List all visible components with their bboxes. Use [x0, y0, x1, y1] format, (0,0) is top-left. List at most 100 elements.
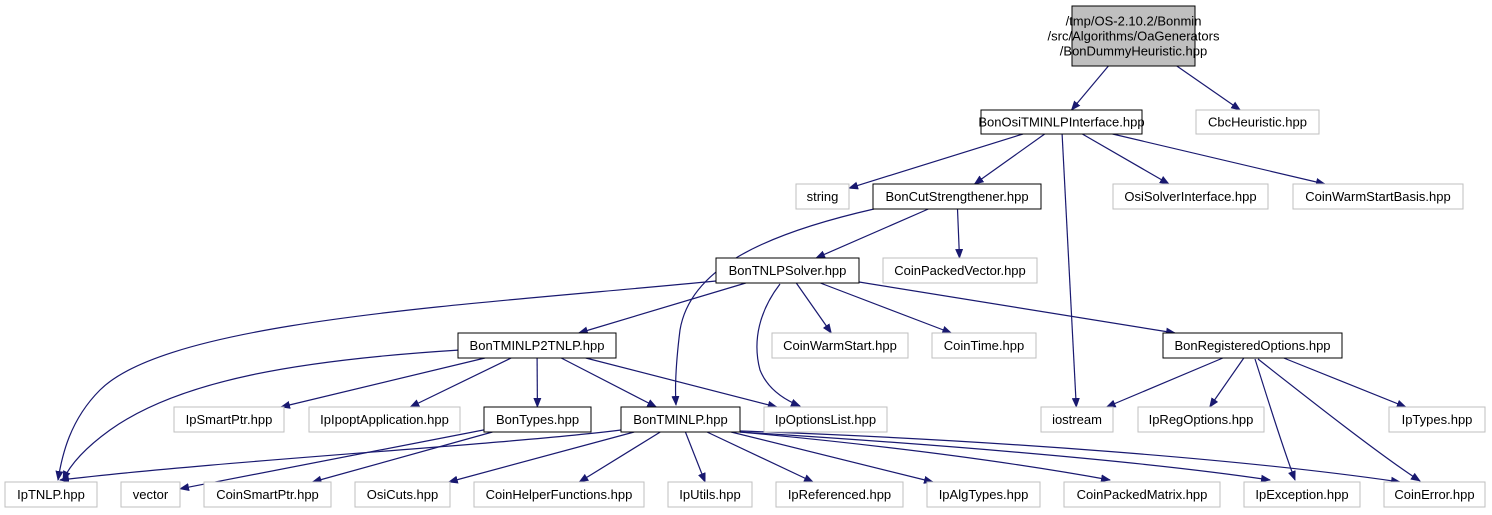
edge-registered-options-to-coin-error	[1257, 358, 1421, 482]
node-ip-tnlp[interactable]: IpTNLP.hpp	[4, 481, 98, 508]
node-box	[1243, 481, 1361, 508]
node-box	[473, 481, 645, 508]
node-label: CoinPackedMatrix.hpp	[1077, 487, 1208, 502]
node-ip-reg-options[interactable]: IpRegOptions.hpp	[1137, 406, 1265, 433]
edge-tminlp2tnlp-to-tminlp	[560, 357, 658, 408]
node-box	[715, 257, 860, 284]
node-osi-cuts[interactable]: OsiCuts.hpp	[354, 481, 451, 508]
edge-osi-tminlp-interface-to-string	[848, 133, 1024, 190]
node-box	[308, 406, 461, 433]
node-label: CoinTime.hpp	[944, 338, 1024, 353]
node-label: /src/Algorithms/OaGenerators	[1048, 29, 1220, 44]
node-box	[354, 481, 451, 508]
node-label: OsiSolverInterface.hpp	[1124, 189, 1256, 204]
node-coin-helper-functions[interactable]: CoinHelperFunctions.hpp	[473, 481, 645, 508]
edge-registered-options-to-ip-types	[1283, 357, 1407, 408]
node-ip-alg-types[interactable]: IpAlgTypes.hpp	[926, 481, 1041, 508]
node-label: IpReferenced.hpp	[788, 487, 891, 502]
node-box	[763, 406, 888, 433]
edge-tminlp-to-ip-utils	[684, 431, 706, 483]
node-box	[620, 406, 741, 433]
node-label: vector	[133, 487, 169, 502]
node-label: BonTMINLP.hpp	[633, 412, 727, 427]
node-label: IpTNLP.hpp	[17, 487, 85, 502]
edge-osi-tminlp-interface-to-iostream	[1061, 133, 1080, 408]
node-coin-packed-vector[interactable]: CoinPackedVector.hpp	[882, 257, 1038, 284]
node-registered-options[interactable]: BonRegisteredOptions.hpp	[1162, 332, 1343, 359]
node-ip-utils[interactable]: IpUtils.hpp	[667, 481, 753, 508]
node-coin-error[interactable]: CoinError.hpp	[1383, 481, 1486, 508]
node-label: BonCutStrengthener.hpp	[885, 189, 1028, 204]
edge-tnlp-solver-to-coin-warm-start	[795, 282, 832, 334]
edge-cut-strengthener-to-tminlp	[671, 208, 875, 406]
node-label: IpOptionsList.hpp	[775, 412, 876, 427]
node-coin-packed-matrix[interactable]: CoinPackedMatrix.hpp	[1063, 481, 1221, 508]
node-coin-time[interactable]: CoinTime.hpp	[931, 332, 1037, 359]
node-coin-smart-ptr[interactable]: CoinSmartPtr.hpp	[203, 481, 332, 508]
node-label: IpException.hpp	[1255, 487, 1348, 502]
node-ip-exception[interactable]: IpException.hpp	[1243, 481, 1361, 508]
node-box	[795, 183, 850, 210]
node-label: IpUtils.hpp	[679, 487, 740, 502]
node-tminlp2tnlp[interactable]: BonTMINLP2TNLP.hpp	[457, 332, 617, 359]
node-label: IpIpoptApplication.hpp	[320, 412, 449, 427]
node-box	[457, 332, 617, 359]
edge-tnlp-solver-to-coin-time	[820, 282, 953, 334]
node-ip-types[interactable]: IpTypes.hpp	[1388, 406, 1486, 433]
edge-tminlp2tnlp-to-ip-tnlp	[62, 349, 461, 481]
node-bon-types[interactable]: BonTypes.hpp	[483, 406, 592, 433]
nodes-layer: /tmp/OS-2.10.2/Bonmin/src/Algorithms/OaG…	[4, 5, 1486, 508]
node-iostream[interactable]: iostream	[1040, 406, 1114, 433]
node-ip-options-list[interactable]: IpOptionsList.hpp	[763, 406, 888, 433]
node-osi-tminlp-interface[interactable]: BonOsiTMINLPInterface.hpp	[978, 109, 1145, 135]
node-box	[931, 332, 1037, 359]
node-label: string	[807, 189, 839, 204]
edge-tminlp2tnlp-to-ip-options-list	[585, 357, 778, 409]
node-box	[882, 257, 1038, 284]
edge-root-to-osi-tminlp-interface	[1070, 65, 1109, 111]
node-label: /BonDummyHeuristic.hpp	[1060, 44, 1207, 59]
node-box	[1162, 332, 1343, 359]
node-vector[interactable]: vector	[120, 481, 181, 508]
node-coin-warm-start[interactable]: CoinWarmStart.hpp	[771, 332, 909, 359]
node-ip-ipopt-application[interactable]: IpIpoptApplication.hpp	[308, 406, 461, 433]
edge-tnlp-solver-to-ip-tnlp	[55, 280, 717, 481]
node-box	[1063, 481, 1221, 508]
node-label: CoinHelperFunctions.hpp	[486, 487, 633, 502]
node-box	[1292, 183, 1464, 210]
edge-tminlp-to-ip-tnlp	[59, 429, 622, 483]
edge-tminlp-to-coin-helper-functions	[578, 431, 661, 483]
edges-layer	[55, 65, 1421, 492]
node-label: BonOsiTMINLPInterface.hpp	[978, 115, 1144, 130]
node-label: BonRegisteredOptions.hpp	[1174, 338, 1330, 353]
edge-tnlp-solver-to-ip-options-list	[756, 283, 801, 407]
node-label: IpTypes.hpp	[1402, 412, 1473, 427]
node-label: BonTNLPSolver.hpp	[729, 263, 847, 278]
node-label: CoinWarmStart.hpp	[783, 338, 897, 353]
edge-registered-options-to-iostream	[1105, 357, 1224, 408]
node-tnlp-solver[interactable]: BonTNLPSolver.hpp	[715, 257, 860, 284]
node-tminlp[interactable]: BonTMINLP.hpp	[620, 406, 741, 433]
node-box	[173, 406, 285, 433]
edge-cut-strengthener-to-tnlp-solver	[815, 208, 929, 259]
node-cut-strengthener[interactable]: BonCutStrengthener.hpp	[872, 183, 1042, 210]
node-osi-solver-interface[interactable]: OsiSolverInterface.hpp	[1112, 183, 1269, 210]
edge-root-to-cbc-heuristic	[1176, 65, 1242, 111]
edge-tminlp-to-ip-alg-types	[730, 431, 934, 484]
node-label: CoinPackedVector.hpp	[894, 263, 1026, 278]
edge-tnlp-solver-to-registered-options	[858, 281, 1176, 336]
node-box	[203, 481, 332, 508]
node-string[interactable]: string	[795, 183, 850, 210]
edge-tminlp-to-coin-error	[739, 430, 1401, 485]
edge-osi-tminlp-interface-to-cut-strengthener	[973, 133, 1046, 185]
node-coin-warm-start-basis[interactable]: CoinWarmStartBasis.hpp	[1292, 183, 1464, 210]
node-label: BonTypes.hpp	[496, 412, 579, 427]
node-ip-referenced[interactable]: IpReferenced.hpp	[775, 481, 904, 508]
node-cbc-heuristic[interactable]: CbcHeuristic.hpp	[1195, 109, 1320, 135]
node-label: CoinError.hpp	[1394, 487, 1474, 502]
edge-osi-tminlp-interface-to-osi-solver-interface	[1081, 133, 1170, 185]
edge-tminlp-to-ip-referenced	[706, 431, 814, 483]
node-box	[1383, 481, 1486, 508]
node-ip-smart-ptr[interactable]: IpSmartPtr.hpp	[173, 406, 285, 433]
node-box	[1137, 406, 1265, 433]
